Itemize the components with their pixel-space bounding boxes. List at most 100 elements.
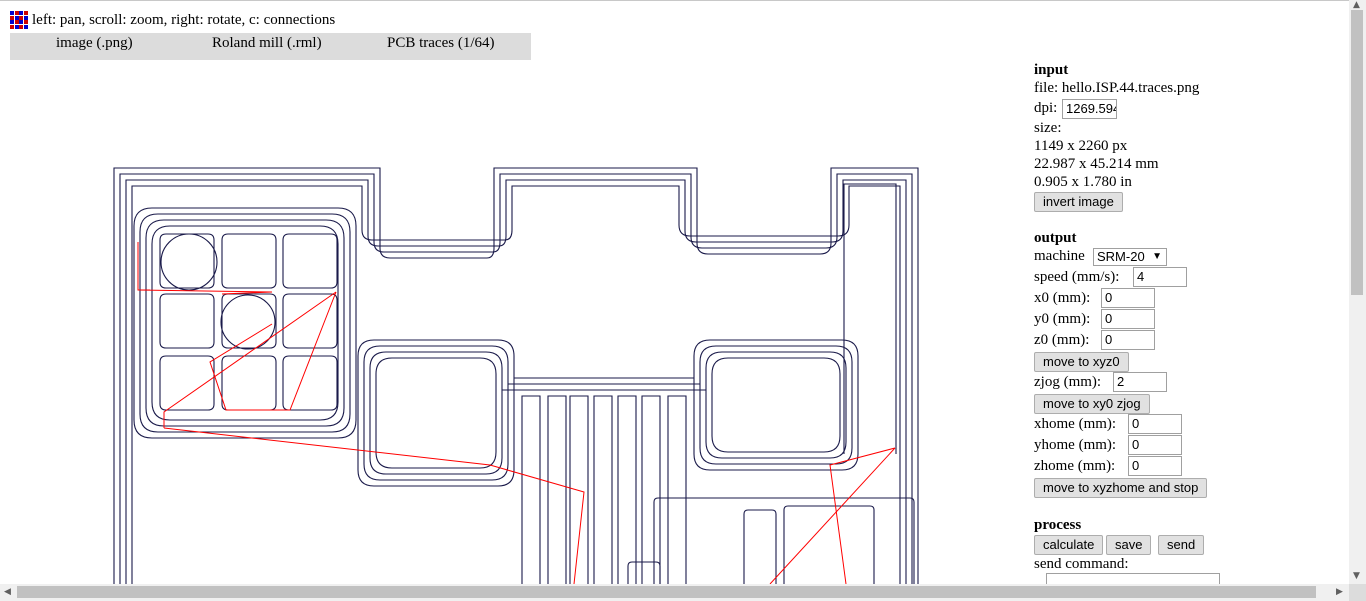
controls-hint: left: pan, scroll: zoom, right: rotate, … <box>32 11 336 28</box>
lower-trace <box>743 509 777 584</box>
move-to-xyzhome-button[interactable]: move to xyzhome and stop <box>1034 478 1208 498</box>
connection-line <box>163 291 337 428</box>
pad-block-trace <box>139 213 351 433</box>
app-logo-icon <box>10 11 29 30</box>
tab-roland-mill-rml[interactable]: Roland mill (.rml) <box>212 35 322 51</box>
middle-block-trace <box>363 345 509 481</box>
dpi-input[interactable]: 1269.594 <box>1062 99 1117 119</box>
pad-trace <box>221 233 277 289</box>
toolpath-canvas[interactable] <box>0 62 1010 584</box>
y0-input[interactable]: 0 <box>1101 309 1155 329</box>
outer-trace-path <box>119 173 913 584</box>
yhome-label: yhome (mm): <box>1034 437 1117 453</box>
middle-block-trace <box>369 351 503 475</box>
zhome-input[interactable]: 0 <box>1128 456 1182 476</box>
finger-trace <box>569 395 589 584</box>
x0-label: x0 (mm): <box>1034 290 1091 306</box>
connection-line <box>137 289 273 295</box>
finger-trace <box>547 395 567 584</box>
pad-trace <box>221 293 277 349</box>
finger-trace <box>521 395 541 584</box>
vertical-scrollbar-thumb[interactable] <box>1351 10 1363 295</box>
right-block-trace <box>693 339 859 471</box>
send-command-input[interactable] <box>1046 573 1220 584</box>
z0-label: z0 (mm): <box>1034 332 1090 348</box>
round-pad-trace <box>160 233 218 291</box>
pad-block-trace <box>145 219 345 427</box>
xhome-input[interactable]: 0 <box>1128 414 1182 434</box>
save-button[interactable]: save <box>1106 535 1152 555</box>
zhome-label: zhome (mm): <box>1034 458 1116 474</box>
top-border <box>0 0 1366 1</box>
middle-block-trace <box>375 357 497 469</box>
machine-select-value: SRM-20 <box>1097 249 1145 264</box>
toolpath-traces <box>113 167 919 584</box>
round-pad-trace <box>220 294 276 350</box>
size-px: 1149 x 2260 px <box>1034 138 1128 154</box>
size-in: 0.905 x 1.780 in <box>1034 174 1132 190</box>
connection-lines <box>137 242 896 584</box>
tab-pcb-traces[interactable]: PCB traces (1/64) <box>387 35 495 51</box>
output-section-title: output <box>1034 230 1077 246</box>
move-to-xy0-zjog-button[interactable]: move to xy0 zjog <box>1034 394 1150 414</box>
scroll-right-arrow-icon[interactable]: ▶ <box>1336 587 1343 597</box>
size-label: size: <box>1034 120 1062 136</box>
dropdown-arrow-icon: ▼ <box>1152 251 1162 262</box>
right-block-trace <box>705 351 847 459</box>
right-strip-trace <box>843 183 897 454</box>
machine-label: machine <box>1034 248 1085 264</box>
middle-block-trace <box>357 339 515 487</box>
speed-label: speed (mm/s): <box>1034 269 1120 285</box>
pad-trace <box>159 233 215 289</box>
connection-line <box>163 427 585 584</box>
finger-trace <box>667 395 687 584</box>
pad-trace <box>159 355 215 411</box>
lower-right-trace <box>653 497 915 584</box>
outer-trace-path <box>113 167 919 584</box>
y0-label: y0 (mm): <box>1034 311 1091 327</box>
finger-trace <box>593 395 613 584</box>
x0-input[interactable]: 0 <box>1101 288 1155 308</box>
pad-block-trace <box>151 225 339 421</box>
pad-trace <box>282 355 338 411</box>
finger-trace <box>641 395 661 584</box>
format-tabs: image (.png) Roland mill (.rml) PCB trac… <box>10 33 531 60</box>
right-block-trace <box>711 357 841 453</box>
machine-select[interactable]: SRM-20 ▼ <box>1093 248 1167 266</box>
right-block-trace <box>699 345 853 465</box>
input-section-title: input <box>1034 62 1069 78</box>
settings-panel: input file: hello.ISP.44.traces.png dpi:… <box>1034 62 1334 584</box>
invert-image-button[interactable]: invert image <box>1034 192 1123 212</box>
speed-input[interactable]: 4 <box>1133 267 1187 287</box>
scrollbar-corner <box>1349 584 1366 601</box>
zjog-input[interactable]: 2 <box>1113 372 1167 392</box>
input-file-name: file: hello.ISP.44.traces.png <box>1034 80 1200 96</box>
xhome-label: xhome (mm): <box>1034 416 1117 432</box>
dpi-label: dpi: <box>1034 100 1058 116</box>
pad-block-trace <box>133 207 357 439</box>
calculate-button[interactable]: calculate <box>1034 535 1104 555</box>
size-mm: 22.987 x 45.214 mm <box>1034 156 1159 172</box>
lower-trace <box>783 505 875 584</box>
outer-trace-path <box>125 179 907 584</box>
pad-trace <box>282 293 338 349</box>
pad-trace <box>221 355 277 411</box>
connection-line <box>829 447 896 584</box>
z0-input[interactable]: 0 <box>1101 330 1155 350</box>
outer-trace-path <box>131 185 901 584</box>
pad-trace <box>159 293 215 349</box>
horizontal-scrollbar-thumb[interactable] <box>17 586 1316 598</box>
scroll-left-arrow-icon[interactable]: ◀ <box>4 587 11 597</box>
tab-image-png[interactable]: image (.png) <box>56 35 133 51</box>
scroll-up-arrow-icon[interactable]: ▲ <box>1353 0 1360 10</box>
send-button[interactable]: send <box>1158 535 1205 555</box>
pad-trace <box>282 233 338 289</box>
lower-trace <box>627 561 661 584</box>
scroll-down-arrow-icon[interactable]: ▼ <box>1353 571 1360 581</box>
process-section-title: process <box>1034 517 1082 533</box>
toolpath-view[interactable] <box>0 62 1010 584</box>
connection-line <box>769 447 896 584</box>
yhome-input[interactable]: 0 <box>1128 435 1182 455</box>
move-to-xyz0-button[interactable]: move to xyz0 <box>1034 352 1129 372</box>
send-command-label: send command: <box>1034 556 1129 572</box>
